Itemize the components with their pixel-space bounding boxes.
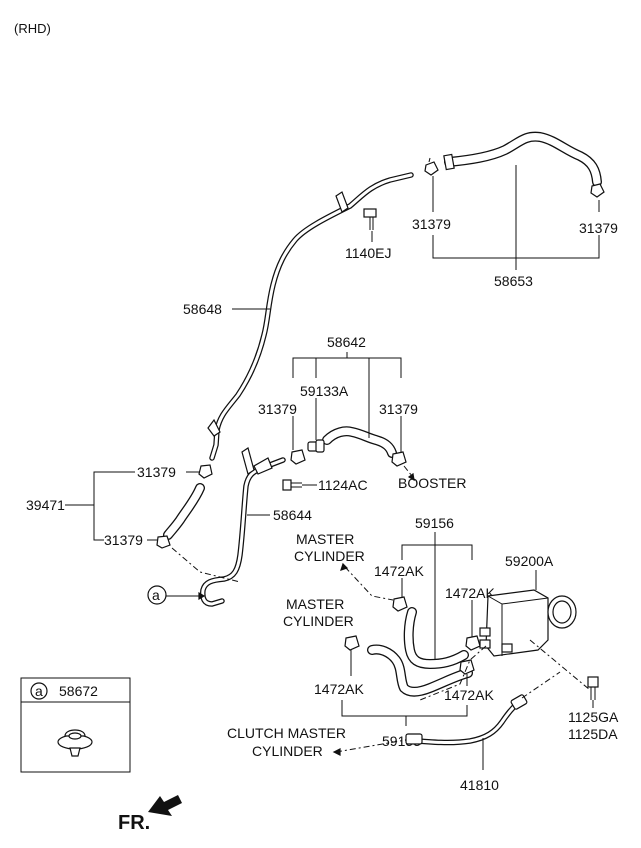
label-31379-mid-right: 31379 [379,401,418,417]
label-31379-top-right: 31379 [579,220,618,236]
label-master-cylinder-2-line2: CYLINDER [283,613,354,629]
label-58648: 58648 [183,301,222,317]
clamp-1472AK-1 [392,596,408,612]
hose-59156 [403,607,469,669]
label-1472AK-2: 1472AK [445,585,495,601]
front-label: FR. [118,812,150,834]
clamp-31379-mid-right [391,451,407,467]
label-58642: 58642 [327,334,366,350]
label-58653: 58653 [494,273,533,289]
grommet-58672 [57,729,93,757]
label-clutch-master-line1: CLUTCH MASTER [227,725,346,741]
label-1125GA: 1125GA [568,709,619,725]
label-39471: 39471 [26,497,65,513]
front-arrow-icon [148,795,182,816]
fitting-59133A [307,439,325,453]
label-1472AK-3: 1472AK [314,681,364,697]
hose-58653 [443,131,602,187]
pipe-58644 [200,447,286,607]
clamp-31379-top-right [590,183,605,198]
label-master-cylinder-1-line1: MASTER [296,531,354,547]
legend-letter: a [35,683,43,699]
pipe-41810 [405,694,528,746]
callout-a-letter: a [152,587,160,603]
label-1140EJ: 1140EJ [345,245,391,261]
label-41810: 41810 [460,777,499,793]
label-1472AK-1: 1472AK [374,563,424,579]
label-master-cylinder-2-line1: MASTER [286,596,344,612]
hose-59153 [367,644,473,697]
bolt-1140EJ [363,208,377,230]
label-booster: BOOSTER [398,475,466,491]
clamp-31379-mid-left [290,449,306,465]
label-59133A: 59133A [300,383,349,399]
pipe-58648 [207,172,414,461]
legend-box: a 58672 [20,677,131,773]
variant-label: (RHD) [14,21,51,36]
label-31379-mid-left: 31379 [258,401,297,417]
label-58644: 58644 [273,507,312,523]
label-31379-top-left: 31379 [412,216,451,232]
label-59200A: 59200A [505,553,554,569]
clamp-31379-left-upper [198,464,213,479]
bolt-1125GA [587,676,599,700]
label-31379-left-lower: 31379 [104,532,143,548]
clamp-1472AK-2 [465,635,481,651]
label-1124AC: 1124AC [318,477,368,493]
label-59156: 59156 [415,515,454,531]
label-1472AK-4: 1472AK [444,687,494,703]
clamp-31379-top-left [424,157,439,176]
label-31379-left-upper: 31379 [137,464,176,480]
clamp-1472AK-3 [344,635,360,651]
label-1125DA: 1125DA [568,726,618,742]
label-clutch-master-line2: CYLINDER [252,743,323,759]
label-master-cylinder-1-line2: CYLINDER [294,548,365,564]
reservoir-59200A [479,589,577,657]
hose-39471 [163,483,205,540]
callout-a [147,585,167,605]
bolt-1124AC [282,479,302,491]
legend-part-58672: 58672 [59,683,98,699]
clamp-31379-left-lower [156,535,171,549]
hose-58642 [322,426,397,458]
